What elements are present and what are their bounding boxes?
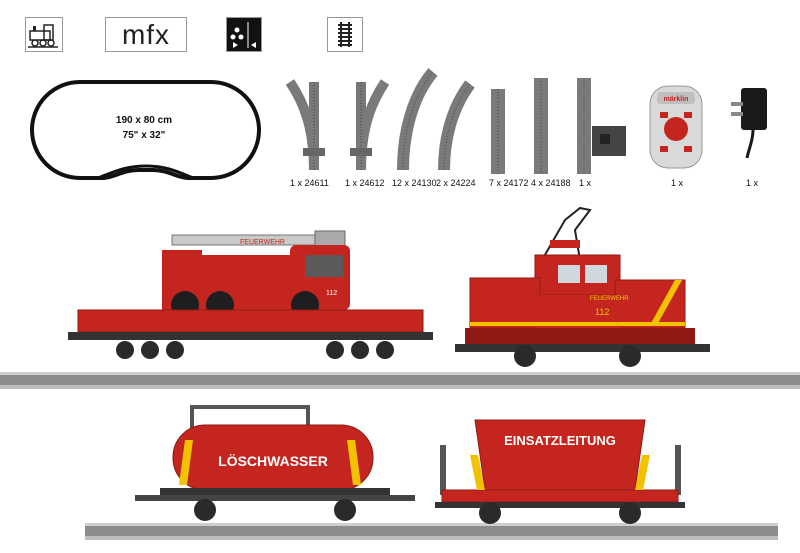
feeder-track-icon [577, 78, 626, 174]
left-switch-track-icon [286, 79, 325, 171]
gondola-label: EINSATZLEITUNG [504, 433, 616, 448]
controller-brand: märklin [664, 96, 689, 103]
component-qty-5: 7 x 24172 [489, 178, 529, 188]
loco-label: FEUERWEHR [590, 296, 629, 302]
straight-track-24172-icon [491, 89, 505, 174]
layout-dimensions-cm: 190 x 80 cm [115, 115, 173, 126]
ladder-truck-label: FEUERWEHR [240, 239, 285, 246]
sound-functions-icon [226, 17, 262, 52]
loco-number: 112 [595, 307, 609, 317]
truck-number: 112 [326, 290, 337, 297]
mfx-label: mfx [121, 18, 171, 50]
tank-car-label: LÖSCHWASSER [218, 453, 328, 469]
straight-track-24188-icon [534, 78, 548, 174]
component-qty-4: 2 x 24224 [436, 178, 476, 188]
electric-locomotive: FEUERWEHR 112 [455, 206, 710, 367]
track-icon [327, 17, 363, 52]
mobile-station-controller-icon: märklin [649, 85, 703, 169]
mfx-badge: mfx [105, 17, 187, 52]
component-qty-1: 1 x 24611 [290, 178, 329, 188]
layout-plan-diagram [30, 80, 261, 180]
component-qty-8: 1 x [671, 178, 684, 188]
component-qty-2: 1 x 24612 [345, 178, 385, 188]
layout-dimensions-in: 75" x 32" [122, 130, 166, 141]
power-supply-icon [731, 88, 767, 159]
component-qty-9: 1 x [746, 178, 759, 188]
component-qty-6: 4 x 24188 [531, 178, 571, 188]
curved-track-24224-icon [438, 80, 475, 171]
component-qty-3: 12 x 24130 [392, 178, 437, 188]
tank-car: LÖSCHWASSER [135, 405, 415, 521]
component-qty-7: 1 x [579, 178, 592, 188]
lower-rail [85, 523, 778, 540]
curved-track-24130-icon [397, 68, 438, 171]
upper-rail [0, 372, 800, 389]
steam-locomotive-icon [25, 17, 63, 52]
ladder-truck-flatcar: FEUERWEHR 112 [68, 230, 433, 359]
gondola-car: EINSATZLEITUNG [435, 419, 685, 524]
right-switch-track-icon [350, 79, 389, 171]
